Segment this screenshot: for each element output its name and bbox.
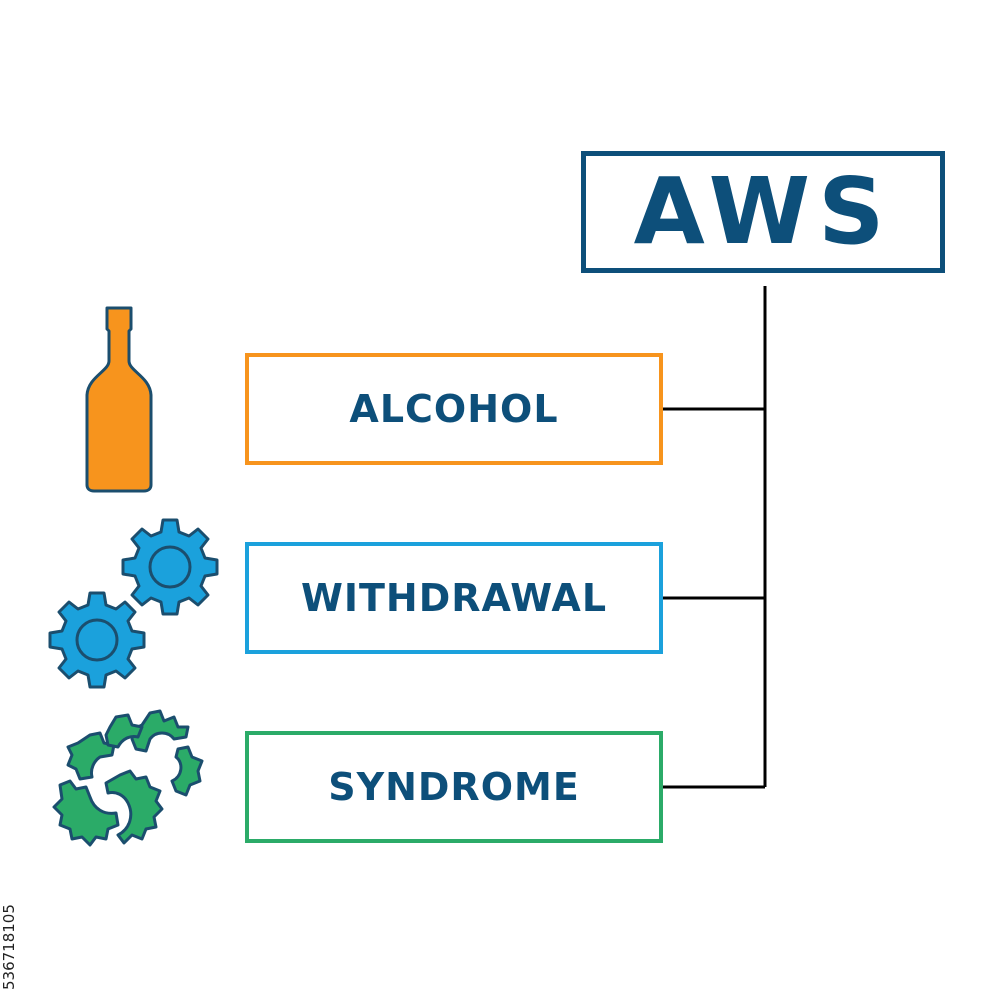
term-box-alcohol: ALCOHOL — [245, 353, 663, 465]
broken-gears-icon — [52, 709, 204, 847]
term-label-syndrome: SYNDROME — [328, 765, 580, 809]
term-box-syndrome: SYNDROME — [245, 731, 663, 843]
term-label-alcohol: ALCOHOL — [349, 387, 559, 431]
title-text: AWS — [633, 158, 893, 265]
liquor-bottle-icon — [85, 306, 153, 493]
gears-icon — [48, 518, 219, 689]
stock-id-watermark: 536718105 — [0, 904, 18, 990]
title-box: AWS — [581, 151, 945, 273]
term-box-withdrawal: WITHDRAWAL — [245, 542, 663, 654]
term-label-withdrawal: WITHDRAWAL — [300, 576, 608, 620]
